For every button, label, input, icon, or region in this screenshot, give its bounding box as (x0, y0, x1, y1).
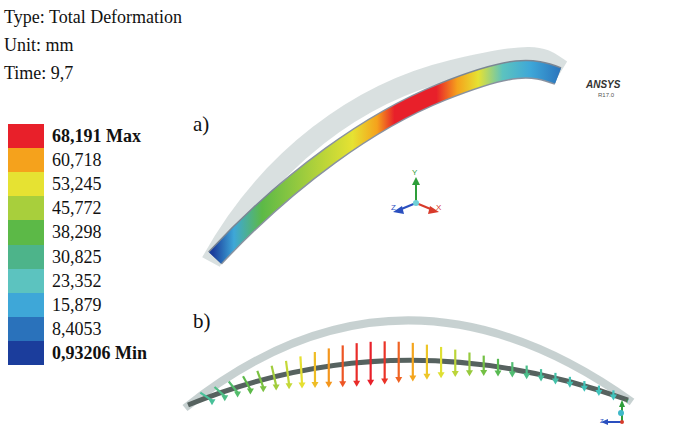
legend-value: 15,879 (52, 296, 102, 314)
force-arrow (257, 371, 266, 392)
legend-swatch (8, 172, 44, 197)
legend-value: 60,718 (52, 151, 102, 169)
force-arrow (395, 342, 402, 383)
axis-label: Y (625, 398, 629, 404)
axis-label: Z (600, 418, 604, 424)
force-arrow (299, 356, 306, 388)
result-header: Time: 9,7 (4, 64, 73, 82)
force-arrow (509, 362, 516, 377)
force-arrow (339, 345, 346, 387)
panel-label: a) (193, 114, 209, 135)
result-header: Type: Total Deformation (4, 8, 182, 26)
legend-value: 53,245 (52, 175, 102, 193)
legend-swatch (8, 317, 44, 342)
axis-label: Z (391, 204, 396, 212)
force-arrow (466, 353, 473, 377)
axis-label: X (436, 204, 441, 212)
force-arrow (438, 347, 445, 378)
legend-swatch (8, 245, 44, 270)
legend-swatch (8, 293, 44, 318)
force-arrow (566, 377, 573, 388)
force-arrow (200, 393, 215, 406)
force-arrow (610, 390, 617, 400)
undeformed-ghost (211, 57, 562, 262)
force-arrow (353, 343, 360, 387)
legend-swatch (8, 341, 44, 366)
force-arrow (215, 387, 229, 401)
legend-swatch (8, 220, 44, 245)
force-arrow (423, 345, 430, 380)
force-arrow (312, 352, 319, 388)
legend-swatch (8, 196, 44, 221)
force-arrow (409, 343, 416, 382)
deformed-beam (215, 69, 558, 258)
axis-label: Y (412, 169, 417, 177)
force-arrow (523, 366, 530, 380)
force-arrow (538, 369, 545, 381)
software-watermark: R17.0 (598, 92, 614, 98)
deformed-beam (188, 360, 628, 405)
force-arrow (229, 382, 241, 398)
force-arrow (581, 381, 588, 392)
legend-value: 8,4053 (52, 320, 102, 338)
result-header: Unit: mm (4, 36, 74, 54)
force-arrow (480, 356, 487, 377)
axis-triad (601, 400, 625, 425)
legend-value: 23,352 (52, 272, 102, 290)
undeformed-ghost (185, 320, 632, 408)
force-arrow (452, 350, 459, 377)
force-arrow (325, 348, 332, 387)
force-arrow (243, 376, 254, 394)
legend-swatch (8, 124, 44, 149)
legend-swatch (8, 269, 44, 294)
legend-value: 38,298 (52, 223, 102, 241)
software-watermark: ANSYS (586, 80, 620, 90)
force-arrow (595, 386, 602, 396)
axis-triad (393, 177, 439, 214)
force-arrow (286, 361, 293, 389)
force-arrow (552, 373, 559, 385)
force-arrow (367, 342, 374, 386)
force-arrow (494, 359, 501, 377)
legend-value: 0,93206 Min (52, 344, 147, 362)
force-arrow (381, 341, 388, 384)
panel-label: b) (193, 311, 211, 332)
legend-swatch (8, 148, 44, 173)
legend-value: 68,191 Max (52, 127, 141, 145)
legend-value: 30,825 (52, 248, 102, 266)
force-arrow (272, 366, 280, 391)
force-vectors (200, 341, 617, 405)
beam-outline (215, 69, 558, 258)
legend-value: 45,772 (52, 199, 102, 217)
